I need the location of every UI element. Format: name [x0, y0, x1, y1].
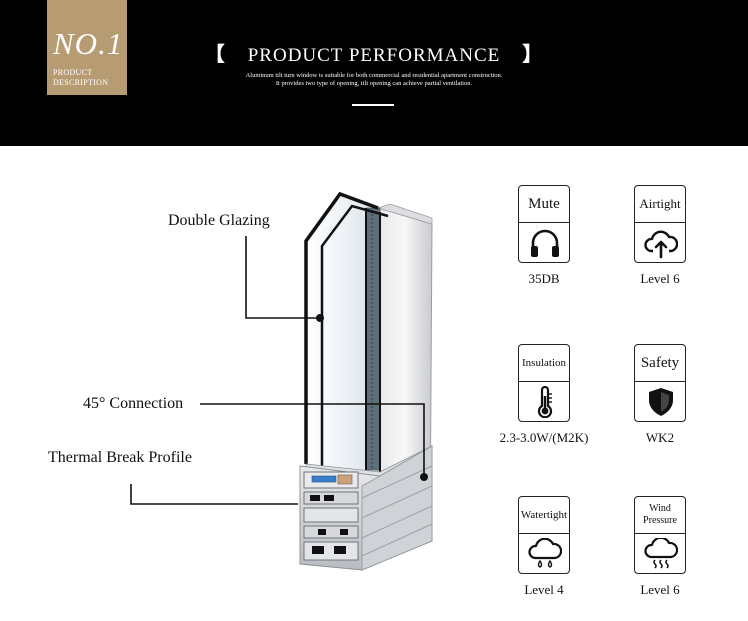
window-profile-diagram: Double Glazing 45° Connection Thermal Br… — [0, 146, 480, 621]
feature-title: Insulation — [522, 357, 566, 369]
thermal-break-leader — [130, 484, 298, 505]
feature-title: Watertight — [520, 509, 568, 521]
thermometer-icon — [537, 386, 553, 418]
feature-insulation: Insulation 2.3-3.0W/(M2K) — [489, 344, 599, 446]
window-profile-illustration — [130, 191, 433, 571]
feature-airtight: Airtight Level 6 — [605, 185, 715, 287]
double-glazing-label: Double Glazing — [168, 212, 270, 229]
feature-wind-pressure: Wind Pressure Level 6 — [605, 496, 715, 598]
headphones-icon — [531, 229, 559, 257]
double-glazing-marker — [316, 314, 324, 322]
section-description-line-2: DESCRIPTION — [53, 78, 109, 87]
feature-title: Safety — [640, 355, 680, 371]
feature-value: 35DB — [528, 271, 560, 286]
page-title: 【 PRODUCT PERFORMANCE 】 — [0, 38, 748, 67]
section-description-line-1: PRODUCT — [53, 68, 93, 77]
title-divider — [352, 104, 394, 106]
feature-card: Safety — [634, 344, 686, 422]
feature-card: Mute — [518, 185, 570, 263]
feature-watertight: Watertight Level 4 — [489, 496, 599, 598]
glass-gasket-inner — [320, 204, 389, 466]
title-bracket-right: 】 — [522, 44, 544, 66]
feature-card: Insulation — [518, 344, 570, 422]
shield-icon — [649, 388, 673, 416]
feature-card: Airtight — [634, 185, 686, 263]
title-text: PRODUCT PERFORMANCE — [247, 45, 501, 66]
feature-value: 2.3-3.0W/(M2K) — [499, 430, 589, 445]
feature-mute: Mute 35DB — [489, 185, 599, 287]
feature-title: Airtight — [639, 196, 681, 211]
glass-spacer-strip — [365, 207, 381, 471]
cloud-rain-icon — [528, 538, 562, 568]
feature-value: Level 6 — [640, 271, 680, 286]
connection-45-label: 45° Connection — [83, 395, 184, 412]
feature-value: WK2 — [645, 430, 675, 445]
subtitle-line-2: It provides two type of opening, tilt op… — [275, 80, 473, 87]
cloud-wind-icon — [644, 538, 678, 569]
connection-marker — [420, 473, 428, 481]
feature-value: Level 6 — [640, 582, 680, 597]
subtitle-line-1: Aluminum tilt turn window is suitable fo… — [245, 72, 503, 79]
feature-value: Level 4 — [524, 582, 564, 597]
cloud-upload-icon — [644, 230, 678, 259]
header-banner: NO.1 PRODUCT DESCRIPTION 【 PRODUCT PERFOR… — [0, 0, 748, 146]
thermal-break-label: Thermal Break Profile — [48, 449, 192, 466]
title-bracket-left: 【 — [204, 44, 226, 66]
feature-safety: Safety WK2 — [605, 344, 715, 446]
glass-gasket-outer — [304, 191, 379, 464]
double-glazing-leader — [245, 236, 320, 319]
feature-card: Watertight — [518, 496, 570, 574]
thermal-break-strip — [311, 475, 337, 483]
section-description: PRODUCT DESCRIPTION — [53, 68, 108, 88]
section-badge: NO.1 PRODUCT DESCRIPTION — [47, 0, 127, 95]
frame-side-face — [376, 203, 433, 225]
section-number: NO.1 — [53, 26, 124, 61]
page-subtitle: Aluminum tilt turn window is suitable fo… — [0, 72, 748, 88]
feature-title: Wind Pressure — [643, 503, 677, 526]
feature-card: Wind Pressure — [634, 496, 686, 574]
connection-leader — [200, 403, 425, 476]
feature-title: Mute — [528, 196, 560, 212]
